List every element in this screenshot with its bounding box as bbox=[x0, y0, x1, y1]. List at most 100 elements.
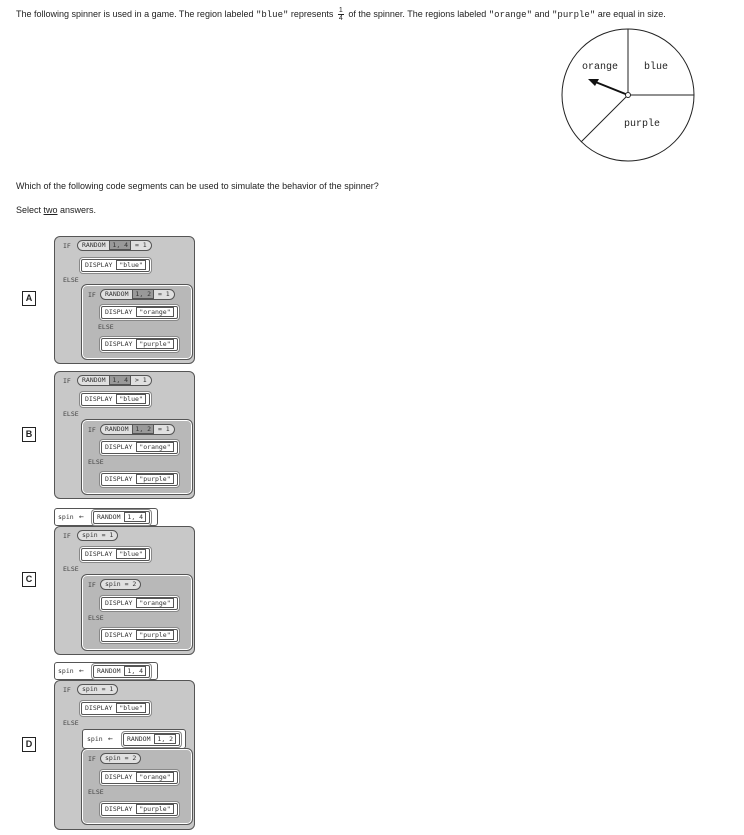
else-keyword: ELSE bbox=[88, 614, 104, 622]
random-range: 1, 2 bbox=[132, 289, 155, 299]
else-keyword: ELSE bbox=[88, 788, 104, 796]
option-c-code[interactable]: IF spin = 1 DISPLAY "blue" ELSE IF spin … bbox=[54, 526, 195, 655]
else-keyword: ELSE bbox=[63, 565, 79, 573]
display-keyword: DISPLAY bbox=[85, 261, 113, 269]
assign-arrow: ← bbox=[79, 512, 84, 521]
random-range: 1, 2 bbox=[132, 424, 155, 434]
display-keyword: DISPLAY bbox=[85, 704, 113, 712]
display-string: "blue" bbox=[116, 549, 146, 559]
display-keyword: DISPLAY bbox=[105, 443, 133, 451]
purple-code: "purple" bbox=[552, 10, 596, 20]
option-a-letter[interactable]: A bbox=[22, 291, 36, 306]
random-keyword: RANDOM bbox=[105, 290, 129, 298]
display-string: "blue" bbox=[116, 260, 146, 270]
orange-code: "orange" bbox=[488, 10, 532, 20]
prompt-text: Which of the following code segments can… bbox=[16, 181, 379, 191]
random-range: 1, 4 bbox=[124, 666, 147, 676]
variable-name: spin bbox=[87, 735, 103, 743]
display-keyword: DISPLAY bbox=[105, 631, 133, 639]
option-c-code-assign[interactable]: spin ← RANDOM 1, 4 bbox=[54, 508, 158, 526]
option-b-code[interactable]: IF RANDOM 1, 4 > 1 DISPLAY "blue" ELSE I… bbox=[54, 371, 195, 499]
display-string: "purple" bbox=[136, 630, 174, 640]
variable-name: spin bbox=[58, 513, 74, 521]
if-keyword: IF bbox=[88, 581, 96, 589]
display-keyword: DISPLAY bbox=[85, 395, 113, 403]
display-block: DISPLAY "blue" bbox=[80, 547, 151, 562]
condition-pill: RANDOM 1, 2 = 1 bbox=[100, 289, 175, 300]
spinner-label-orange: orange bbox=[582, 62, 618, 73]
random-range: 1, 4 bbox=[124, 512, 147, 522]
display-string: "orange" bbox=[136, 307, 174, 317]
spinner-pivot bbox=[625, 92, 631, 98]
display-block: DISPLAY "blue" bbox=[80, 392, 151, 407]
random-keyword: RANDOM bbox=[97, 513, 121, 521]
else-keyword: ELSE bbox=[63, 719, 79, 727]
condition-pill: spin = 1 bbox=[77, 684, 119, 695]
random-block: RANDOM 1, 4 bbox=[91, 510, 152, 525]
option-a-code[interactable]: IF RANDOM 1, 4 = 1 DISPLAY "blue" ELSE I… bbox=[54, 236, 195, 364]
display-string: "blue" bbox=[116, 703, 146, 713]
option-b-letter[interactable]: B bbox=[22, 427, 36, 442]
display-string: "purple" bbox=[136, 474, 174, 484]
option-d-letter[interactable]: D bbox=[22, 737, 36, 752]
nested-if-block: IF RANDOM 1, 2 = 1 DISPLAY "orange" ELSE… bbox=[81, 419, 193, 495]
if-keyword: IF bbox=[88, 755, 96, 763]
display-block: DISPLAY "purple" bbox=[100, 337, 179, 352]
random-keyword: RANDOM bbox=[82, 376, 106, 384]
if-keyword: IF bbox=[88, 291, 96, 299]
option-c-letter[interactable]: C bbox=[22, 572, 36, 587]
nested-if-block: IF spin = 2 DISPLAY "orange" ELSE DISPLA… bbox=[81, 574, 193, 651]
comparison: > 1 bbox=[134, 376, 147, 384]
display-block: DISPLAY "purple" bbox=[100, 628, 179, 643]
if-keyword: IF bbox=[63, 242, 71, 250]
display-string: "orange" bbox=[136, 442, 174, 452]
if-keyword: IF bbox=[63, 377, 71, 385]
condition-pill: RANDOM 1, 4 = 1 bbox=[77, 240, 152, 251]
display-keyword: DISPLAY bbox=[105, 805, 133, 813]
display-string: "purple" bbox=[136, 804, 174, 814]
blue-code: "blue" bbox=[255, 10, 289, 20]
condition-pill: spin = 1 bbox=[77, 530, 119, 541]
random-keyword: RANDOM bbox=[127, 735, 151, 743]
display-keyword: DISPLAY bbox=[105, 340, 133, 348]
assign-block: spin ← RANDOM 1, 4 bbox=[54, 508, 158, 526]
fraction-numerator: 1 bbox=[337, 7, 344, 16]
else-keyword: ELSE bbox=[88, 458, 104, 466]
random-range: 1, 2 bbox=[154, 734, 177, 744]
else-keyword: ELSE bbox=[98, 323, 114, 331]
display-block: DISPLAY "purple" bbox=[100, 802, 179, 817]
display-block: DISPLAY "blue" bbox=[80, 701, 151, 716]
question-part: of the spinner. The regions labeled bbox=[345, 9, 489, 19]
random-keyword: RANDOM bbox=[97, 667, 121, 675]
display-string: "blue" bbox=[116, 394, 146, 404]
variable-name: spin bbox=[58, 667, 74, 675]
if-keyword: IF bbox=[63, 686, 71, 694]
assign-block: spin ← RANDOM 1, 4 bbox=[54, 662, 158, 680]
condition-pill: spin = 2 bbox=[100, 753, 142, 764]
random-keyword: RANDOM bbox=[82, 241, 106, 249]
display-keyword: DISPLAY bbox=[105, 599, 133, 607]
select-post: answers. bbox=[57, 205, 97, 215]
display-string: "orange" bbox=[136, 772, 174, 782]
if-keyword: IF bbox=[88, 426, 96, 434]
display-string: "orange" bbox=[136, 598, 174, 608]
condition-pill: RANDOM 1, 2 = 1 bbox=[100, 424, 175, 435]
question-part: represents bbox=[288, 9, 336, 19]
display-keyword: DISPLAY bbox=[105, 475, 133, 483]
nested-if-block: IF spin = 2 DISPLAY "orange" ELSE DISPLA… bbox=[81, 748, 193, 825]
display-keyword: DISPLAY bbox=[105, 308, 133, 316]
spinner-diagram: orange blue purple bbox=[561, 28, 695, 162]
display-block: DISPLAY "purple" bbox=[100, 472, 179, 487]
question-part: and bbox=[531, 9, 553, 19]
spinner-label-blue: blue bbox=[644, 61, 668, 73]
display-block: DISPLAY "orange" bbox=[100, 770, 179, 785]
random-range: 1, 4 bbox=[109, 375, 132, 385]
else-keyword: ELSE bbox=[63, 410, 79, 418]
option-d-code[interactable]: IF spin = 1 DISPLAY "blue" ELSE spin ← R… bbox=[54, 680, 195, 830]
option-d-code-assign[interactable]: spin ← RANDOM 1, 4 bbox=[54, 662, 158, 680]
assign-arrow: ← bbox=[108, 734, 113, 743]
display-keyword: DISPLAY bbox=[85, 550, 113, 558]
comparison: = 1 bbox=[134, 241, 147, 249]
assign-arrow: ← bbox=[79, 666, 84, 675]
